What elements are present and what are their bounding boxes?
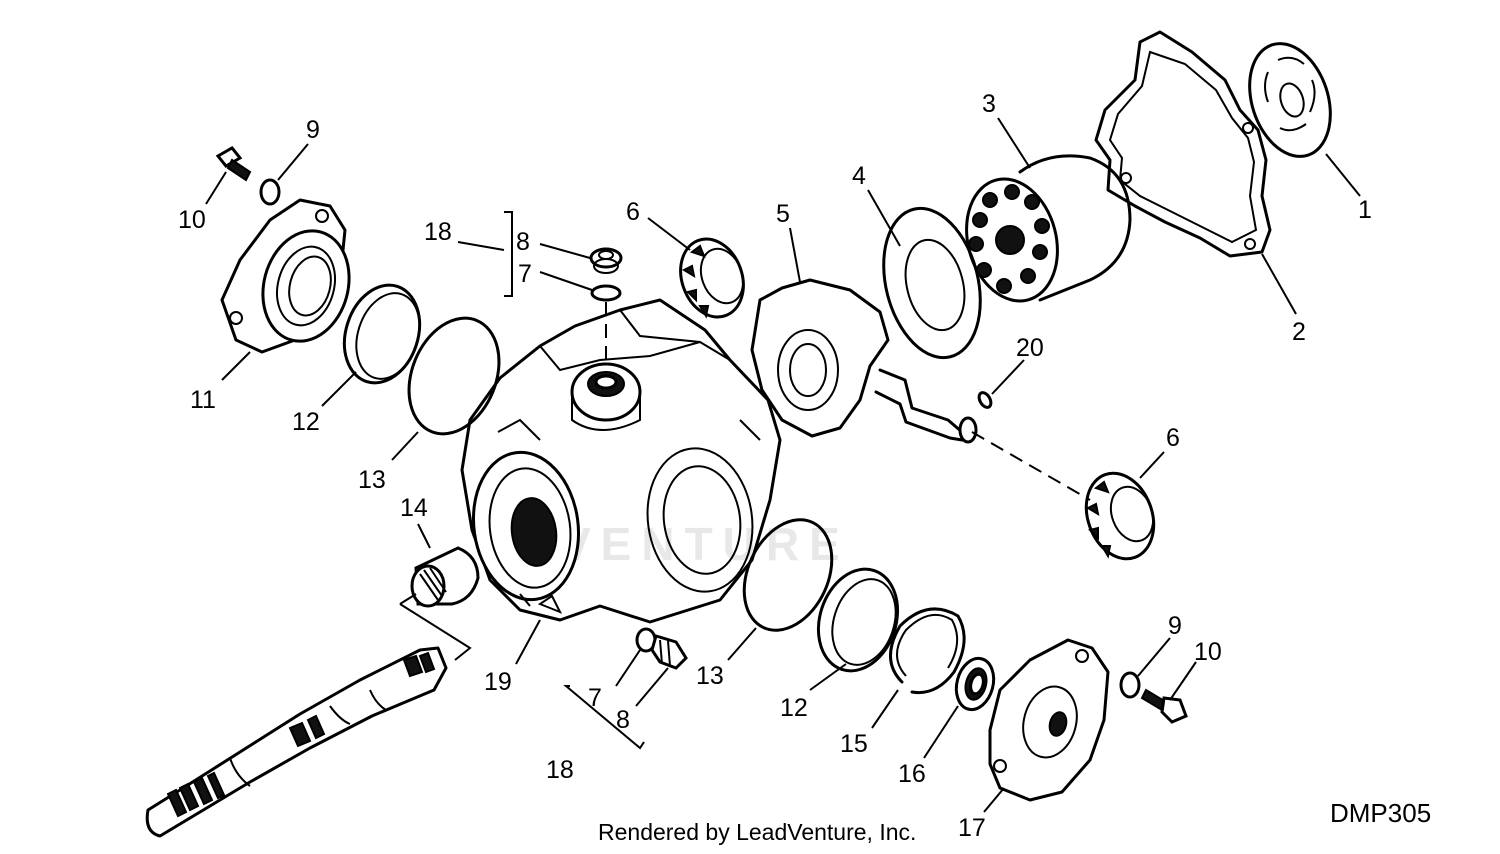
part-12-race-upper bbox=[342, 283, 422, 385]
callout-10-lower: 10 bbox=[1194, 638, 1222, 666]
callout-7-upper: 7 bbox=[518, 260, 532, 288]
callout-6-upper: 6 bbox=[626, 198, 640, 226]
part-2-gasket bbox=[1094, 30, 1272, 258]
callouts: 1 2 3 4 5 6 6 7 7 8 8 9 9 10 10 11 12 12… bbox=[178, 90, 1372, 842]
part-15-snap-ring bbox=[889, 607, 966, 695]
part-14-needle-bearing bbox=[410, 546, 480, 608]
part-6-bearing-upper bbox=[679, 237, 745, 319]
input-shaft bbox=[145, 646, 448, 838]
callout-4: 4 bbox=[852, 162, 866, 190]
callout-9-lower: 9 bbox=[1168, 612, 1182, 640]
callout-13-lower: 13 bbox=[696, 662, 724, 690]
part-8-plug-upper bbox=[589, 247, 623, 274]
part-17-end-cover-lower bbox=[988, 638, 1110, 802]
callout-14: 14 bbox=[400, 494, 428, 522]
callout-20: 20 bbox=[1016, 334, 1044, 362]
callout-7-lower: 7 bbox=[588, 684, 602, 712]
assembly-lines bbox=[399, 211, 1091, 750]
part-3-cylinder-block bbox=[965, 154, 1132, 303]
part-7-oring-upper bbox=[590, 284, 622, 302]
part-4-thrust-plate bbox=[882, 206, 982, 360]
part-6-bearing-lower bbox=[1084, 471, 1156, 561]
callout-16: 16 bbox=[898, 760, 926, 788]
callout-11: 11 bbox=[190, 386, 216, 414]
diagram-code: DMP305 bbox=[1330, 798, 1431, 828]
callout-6-lower: 6 bbox=[1166, 424, 1180, 452]
callout-8-lower: 8 bbox=[616, 706, 630, 734]
callout-10-upper: 10 bbox=[178, 206, 206, 234]
callout-18-upper: 18 bbox=[424, 218, 452, 246]
callout-19: 19 bbox=[484, 668, 512, 696]
part-9-washer-lower bbox=[1119, 671, 1141, 699]
part-19-housing bbox=[460, 298, 782, 624]
callout-2: 2 bbox=[1292, 318, 1306, 346]
callout-12-lower: 12 bbox=[780, 694, 808, 722]
part-8-plug-lower bbox=[650, 634, 688, 670]
callout-5: 5 bbox=[776, 200, 790, 228]
callout-15: 15 bbox=[840, 730, 868, 758]
callout-12-upper: 12 bbox=[292, 408, 320, 436]
callout-8-upper: 8 bbox=[516, 228, 530, 256]
callout-17: 17 bbox=[958, 814, 986, 842]
part-10-bolt-upper bbox=[215, 146, 252, 182]
part-11-end-cover bbox=[220, 198, 351, 354]
callout-13-upper: 13 bbox=[358, 466, 386, 494]
part-5-swashplate bbox=[750, 278, 978, 444]
callout-18-lower: 18 bbox=[546, 756, 574, 784]
part-12-race-lower bbox=[816, 567, 900, 673]
part-16-seal bbox=[954, 656, 996, 712]
part-20-key bbox=[977, 391, 993, 409]
part-1-valve-plate bbox=[1248, 42, 1332, 158]
callout-9-upper: 9 bbox=[306, 116, 320, 144]
callout-1: 1 bbox=[1358, 196, 1372, 224]
leader-lines bbox=[205, 117, 1361, 813]
render-credit: Rendered by LeadVenture, Inc. bbox=[598, 819, 916, 845]
watermark: VENTURE bbox=[560, 518, 850, 570]
part-13-oring-upper bbox=[407, 316, 501, 436]
part-10-bolt-lower bbox=[1140, 688, 1188, 724]
part-9-washer-upper bbox=[259, 178, 281, 206]
callout-3: 3 bbox=[982, 90, 996, 118]
